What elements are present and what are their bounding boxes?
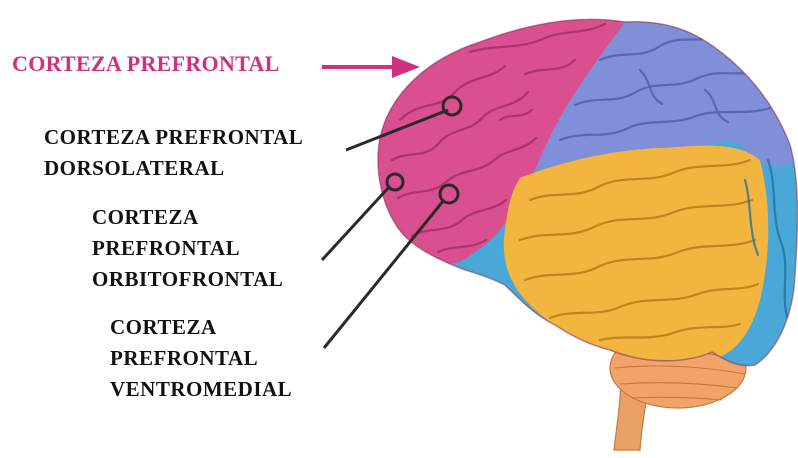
label-dorsolateral: CORTEZA PREFRONTAL DORSOLATERAL [44,122,303,184]
arrow-right-icon [322,56,420,78]
label-orbitofrontal-line-1: CORTEZA [92,202,283,233]
label-ventromedial-line-3: VENTROMEDIAL [110,374,292,405]
label-orbitofrontal-line-2: PREFRONTAL [92,233,283,264]
label-orbitofrontal: CORTEZA PREFRONTAL ORBITOFRONTAL [92,202,283,295]
label-prefrontal-cortex: CORTEZA PREFRONTAL [12,50,280,78]
label-prefrontal-cortex-text: CORTEZA PREFRONTAL [12,50,280,78]
label-orbitofrontal-line-3: ORBITOFRONTAL [92,264,283,295]
label-dorsolateral-line-2: DORSOLATERAL [44,153,303,184]
label-ventromedial: CORTEZA PREFRONTAL VENTROMEDIAL [110,312,292,405]
label-ventromedial-line-2: PREFRONTAL [110,343,292,374]
label-dorsolateral-line-1: CORTEZA PREFRONTAL [44,122,303,153]
label-ventromedial-line-1: CORTEZA [110,312,292,343]
